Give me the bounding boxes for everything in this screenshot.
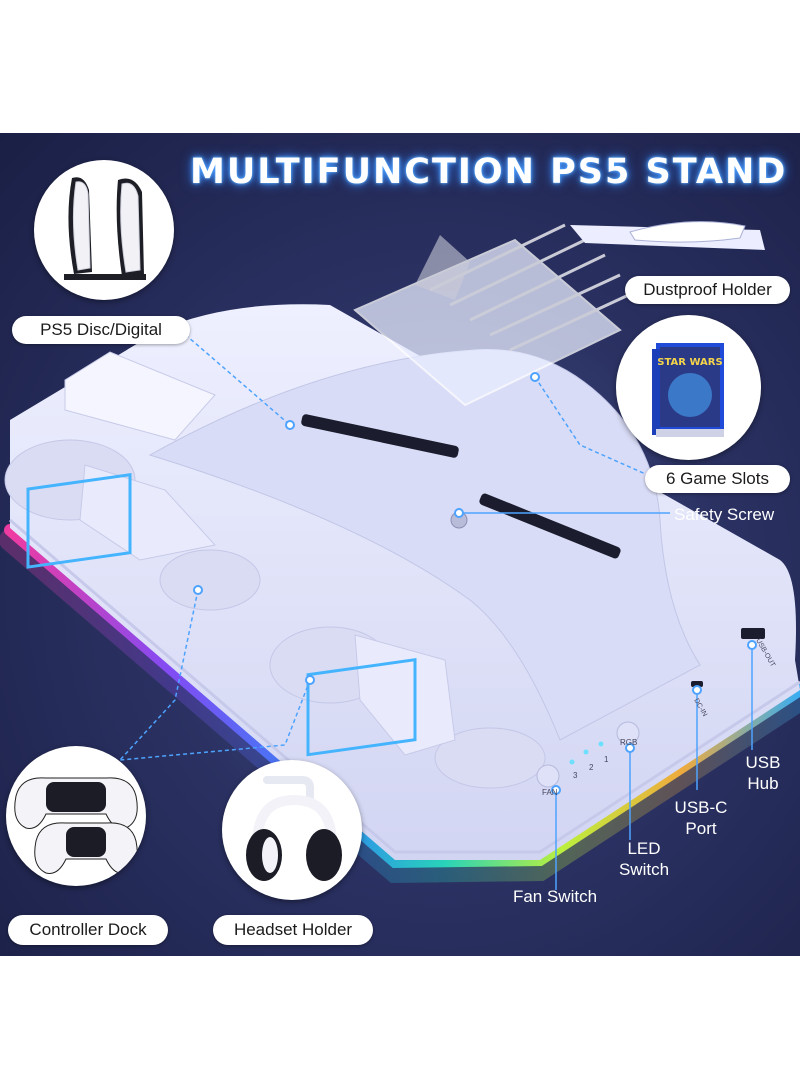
callout-dustproof-holder: Dustproof Holder — [625, 276, 790, 304]
callout-lines — [119, 329, 753, 890]
usb-hub-line1: USB — [745, 753, 781, 772]
rgb-marking: RGB — [620, 738, 637, 747]
led-level-3: 3 — [573, 771, 578, 780]
callout-controller-dock: Controller Dock — [8, 915, 168, 945]
callout-game-slots: 6 Game Slots — [645, 465, 790, 493]
game-slot-rack — [353, 223, 636, 407]
stand-body — [4, 304, 800, 860]
led-level-1: 1 — [604, 755, 609, 764]
led-level-2: 2 — [589, 763, 594, 772]
usbc-port-line1: USB-C — [674, 798, 728, 817]
fan-marking: FAN — [542, 788, 558, 797]
callout-fan-switch: Fan Switch — [512, 887, 598, 906]
dustproof-holder-image — [570, 221, 765, 250]
controllers-image — [6, 746, 146, 886]
usb-hub-line2: Hub — [747, 774, 779, 793]
callout-headset-holder: Headset Holder — [213, 915, 373, 945]
usbc-port-line2: Port — [685, 819, 717, 838]
led-switch-line1: LED — [627, 839, 661, 858]
headset-image — [222, 760, 362, 900]
callout-usb-hub: USB Hub — [737, 752, 789, 794]
callout-dots — [193, 372, 757, 795]
game-cases-image: STAR WARS — [616, 315, 761, 460]
ps5-consoles-image — [34, 160, 174, 300]
game-cover-title: STAR WARS — [657, 357, 722, 368]
led-switch-line2: Switch — [618, 860, 670, 879]
callout-ps5-disc-digital: PS5 Disc/Digital — [12, 316, 190, 344]
callout-usbc-port: USB-C Port — [665, 797, 737, 839]
callout-led-switch: LED Switch — [606, 838, 682, 880]
page-title: MULTIFUNCTION PS5 STAND — [190, 152, 788, 192]
callout-safety-screw: Safety Screw — [674, 505, 775, 524]
